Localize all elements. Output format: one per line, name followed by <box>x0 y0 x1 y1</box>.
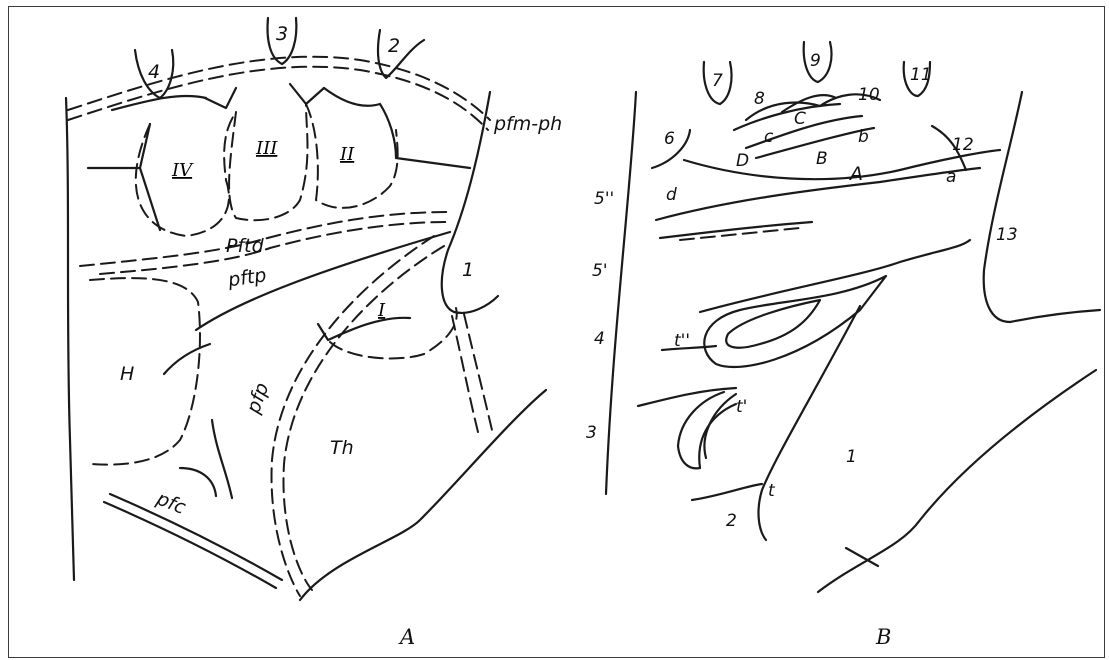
label-3: 3 <box>586 423 597 443</box>
area-iii-label: III <box>255 138 278 159</box>
label-9: 9 <box>810 51 821 71</box>
label-4: 4 <box>594 329 605 349</box>
label-11: 11 <box>910 65 932 85</box>
line-2 <box>692 484 762 500</box>
thenar-crease-1 <box>272 236 434 596</box>
label-D: D <box>736 151 749 171</box>
label-C: C <box>794 109 806 129</box>
pftp-branch <box>164 344 210 374</box>
pfm-ph-line-2 <box>68 67 488 130</box>
arc-B-line <box>756 128 874 158</box>
line-d <box>656 168 980 220</box>
area-iv-top <box>112 96 206 110</box>
pfc-line-1 <box>110 494 282 580</box>
label-5p: 5' <box>592 261 608 281</box>
digit-2-label: 2 <box>388 35 400 57</box>
pfm-ph-label: pfm-ph <box>493 113 562 135</box>
panel-a: 4 3 2 1 pfm-ph Pftd pftp pfp pfc IV III … <box>66 18 562 649</box>
thumb-wrist-1 <box>452 316 478 432</box>
label-c: c <box>764 127 774 147</box>
line-5p <box>700 240 970 312</box>
area-th-label: Th <box>330 437 354 459</box>
label-5pp: 5'' <box>594 189 614 209</box>
area-iv-label: IV <box>171 160 194 181</box>
pfc-label: pfc <box>153 487 190 519</box>
area-ii-label: II <box>339 144 355 165</box>
label-12: 12 <box>952 135 974 155</box>
label-13: 13 <box>996 225 1018 245</box>
label-a: a <box>946 167 956 187</box>
thumb-wrist-2 <box>464 314 492 430</box>
pfp-line <box>212 420 232 498</box>
line-t <box>759 306 860 540</box>
area-iii-boundary <box>229 104 307 220</box>
area-i-line <box>318 318 410 340</box>
label-t1: t' <box>736 397 747 417</box>
label-1: 1 <box>846 447 857 467</box>
panel-b-caption: B <box>875 625 891 649</box>
label-2: 2 <box>726 511 737 531</box>
t1-line-top <box>638 388 736 406</box>
t1-loop-inner <box>704 394 736 458</box>
pfp-branch <box>180 468 216 496</box>
loop-t2-inner <box>726 300 820 348</box>
panel-b: 7 9 11 8 10 6 12 C c b D B A d a 5'' 5' … <box>586 42 1100 649</box>
area-iv-lines <box>88 124 160 230</box>
thumb-outline-right <box>984 92 1100 322</box>
label-10: 10 <box>858 85 880 105</box>
label-8: 8 <box>754 89 765 109</box>
thenar-outline <box>300 390 546 600</box>
pftd-label: Pftd <box>226 235 265 257</box>
label-t: t <box>768 481 776 501</box>
thenar-crease-2 <box>283 246 444 590</box>
digit-2-tip <box>378 30 424 78</box>
digit-3-label: 3 <box>276 23 288 45</box>
hand-outline-right <box>606 92 636 494</box>
hand-outline-left <box>66 98 74 580</box>
label-B: B <box>816 149 828 169</box>
digit-1-label: 1 <box>462 259 474 281</box>
pftp-label: pftp <box>226 264 268 291</box>
label-7: 7 <box>712 71 723 91</box>
label-t2: t'' <box>674 331 690 351</box>
label-A: A <box>848 163 863 185</box>
lower-outline-right <box>818 370 1096 592</box>
pfp-label: pfp <box>242 380 274 417</box>
panel-a-caption: A <box>398 625 415 649</box>
area-h-boundary <box>90 278 200 465</box>
area-h-label: H <box>120 363 134 385</box>
label-d: d <box>666 185 677 205</box>
label-6: 6 <box>664 129 675 149</box>
area-i-boundary <box>330 308 457 358</box>
pfc-line-2 <box>104 502 276 588</box>
label-b: b <box>858 127 869 147</box>
area-i-label: I <box>377 300 386 321</box>
digit-4-label: 4 <box>148 61 160 83</box>
